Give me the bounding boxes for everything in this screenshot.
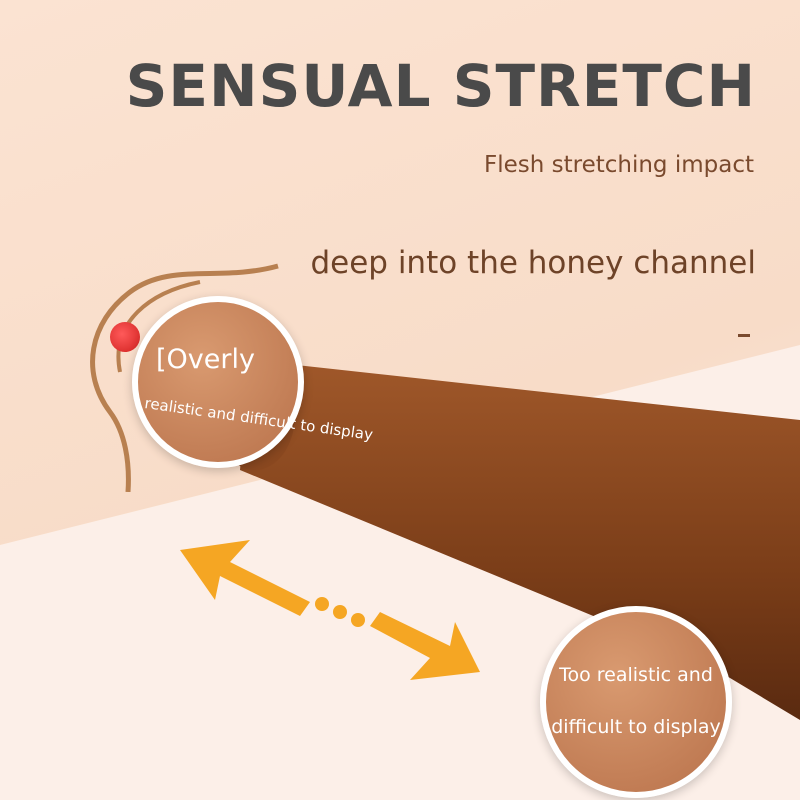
double-arrow-icon	[180, 540, 480, 680]
feature-badge-top: [Overly realistic and difficult to displ…	[132, 296, 374, 468]
badge-line: Too realistic and	[559, 664, 713, 686]
divider	[738, 334, 750, 337]
feature-badge-bottom: Too realistic and difficult to display	[540, 606, 732, 798]
headline: SENSUAL STRETCH	[125, 52, 756, 120]
red-dot-icon	[110, 322, 140, 352]
subtitle: Flesh stretching impact	[483, 152, 754, 178]
anatomy-outline-icon	[90, 263, 279, 492]
badge-line: difficult to display	[551, 716, 721, 738]
badge-line: [Overly	[156, 344, 255, 375]
tagline: deep into the honey channel	[310, 245, 756, 281]
